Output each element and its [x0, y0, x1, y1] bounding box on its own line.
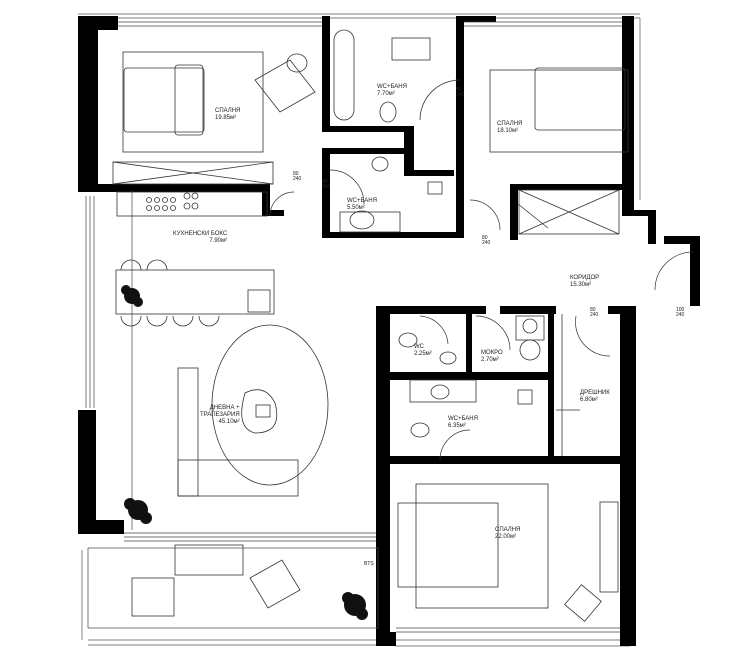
room-area: 18.10м² — [497, 128, 519, 134]
windows — [85, 21, 622, 633]
room-area: 7.70м² — [377, 91, 395, 97]
room-area: 5.50м² — [347, 205, 365, 211]
outline-lines — [78, 13, 641, 647]
room-label-corridor: КОРИДОР 15.30м² — [570, 275, 599, 289]
room-name: WC+БАНЯ — [347, 198, 377, 204]
room-label-bedroom-3: СПАЛНЯ 22.00м² — [495, 527, 520, 541]
room-label-bath-2: WC+БАНЯ 5.50м² — [347, 198, 377, 212]
door-swings — [269, 169, 694, 461]
room-name: КОРИДОР — [570, 275, 600, 281]
room-name: ДНЕВНА + — [209, 405, 240, 411]
room-label-living: ДНЕВНА + ТРАПЕЗАРИЯ 45.10м² — [200, 405, 240, 426]
room-name: WC+БАНЯ — [448, 416, 478, 422]
room-label-closet: ДРЕШНИК 6.80м² — [580, 390, 610, 404]
room-area: 6.35м² — [448, 423, 466, 429]
room-name-2: ТРАПЕЗАРИЯ — [200, 412, 240, 418]
walls — [78, 16, 700, 646]
room-label-bath-3: WC+БАНЯ 6.35м² — [448, 416, 478, 430]
room-label-kitchen: КУХНЕНСКИ БОКС 7.90м² — [173, 231, 227, 245]
room-label-wc: WC 2.25м² — [414, 344, 432, 358]
room-label-bath-1: WC+БАНЯ 7.70м² — [377, 84, 407, 98]
room-label-bedroom-2: СПАЛНЯ 18.10м² — [497, 121, 522, 135]
room-name: WC+БАНЯ — [377, 84, 407, 90]
room-area: 45.10м² — [218, 419, 240, 425]
room-name: СПАЛНЯ — [495, 527, 521, 533]
room-area: 19.85м² — [215, 115, 237, 121]
room-area: 6.80м² — [580, 397, 598, 403]
room-area: 2.25м² — [414, 351, 432, 357]
room-area: 15.30м² — [570, 282, 592, 288]
room-label-laundry: МОКРО 2.70м² — [481, 350, 503, 364]
room-area: 7.90м² — [209, 238, 228, 244]
room-name: СПАЛНЯ — [215, 108, 241, 114]
room-name: КУХНЕНСКИ БОКС — [173, 231, 228, 237]
room-name: ДРЕШНИК — [580, 390, 610, 396]
plant-icons — [121, 285, 368, 620]
room-label-bedroom-1: СПАЛНЯ 19.85м² — [215, 108, 240, 122]
furniture — [112, 29, 629, 622]
room-name: WC — [414, 344, 424, 350]
room-name: МОКРО — [481, 350, 503, 356]
room-area: 2.70м² — [481, 357, 499, 363]
room-area: 22.00м² — [495, 534, 517, 540]
bts-annotation: BTS — [364, 561, 374, 567]
room-name: СПАЛНЯ — [497, 121, 523, 127]
